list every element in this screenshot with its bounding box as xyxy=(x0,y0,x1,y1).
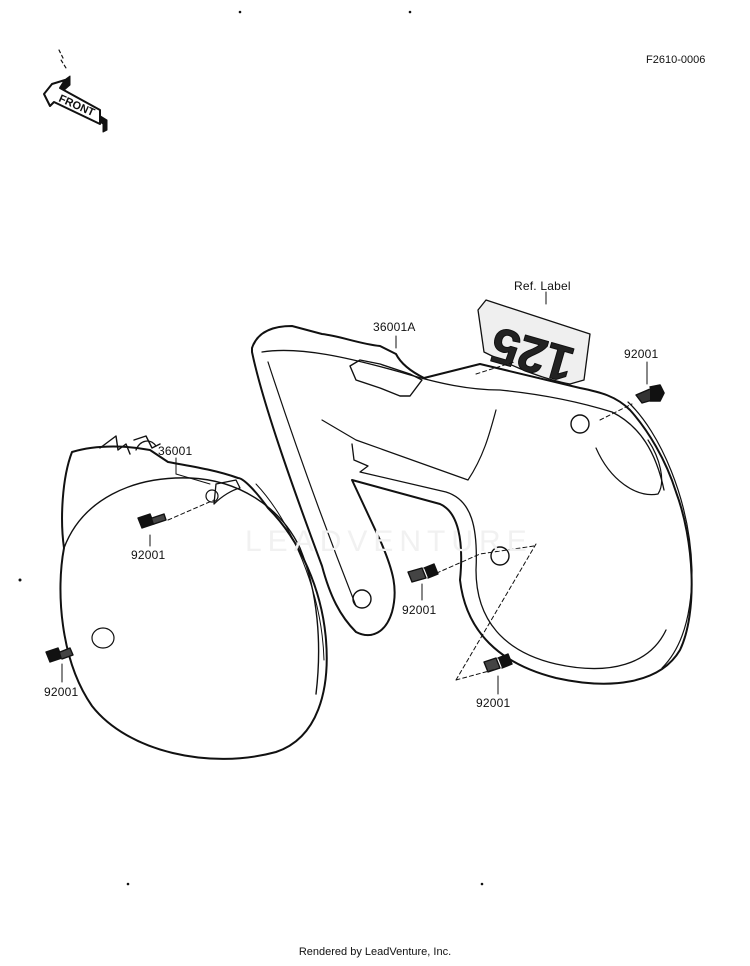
callout-92001-bottom-right: 92001 xyxy=(476,696,511,710)
bolt-bottom-right xyxy=(483,653,513,673)
callout-92001-center: 92001 xyxy=(402,603,437,617)
callout-36001a: 36001A xyxy=(373,320,416,334)
decal-125: 125 xyxy=(477,299,591,394)
bolt-center xyxy=(407,563,439,583)
callout-36001: 36001 xyxy=(158,444,193,458)
front-arrow-icon: FRONT xyxy=(43,49,108,133)
callout-92001-left-lower: 92001 xyxy=(44,685,79,699)
footer-credit: Rendered by LeadVenture, Inc. xyxy=(298,946,452,958)
leader-lines xyxy=(61,291,648,695)
callout-92001-left-upper: 92001 xyxy=(131,548,166,562)
bolt-top-right xyxy=(635,384,665,404)
watermark: LEADVENTURE xyxy=(245,525,533,558)
bolt-left-lower xyxy=(45,647,74,663)
callout-92001-top-right: 92001 xyxy=(624,347,659,361)
left-side-cover xyxy=(59,435,328,760)
callout-ref-label: Ref. Label xyxy=(514,279,571,293)
diagram-code: F2610-0006 xyxy=(646,54,706,66)
bolt-left-upper xyxy=(137,513,167,529)
right-side-cover xyxy=(251,325,693,685)
